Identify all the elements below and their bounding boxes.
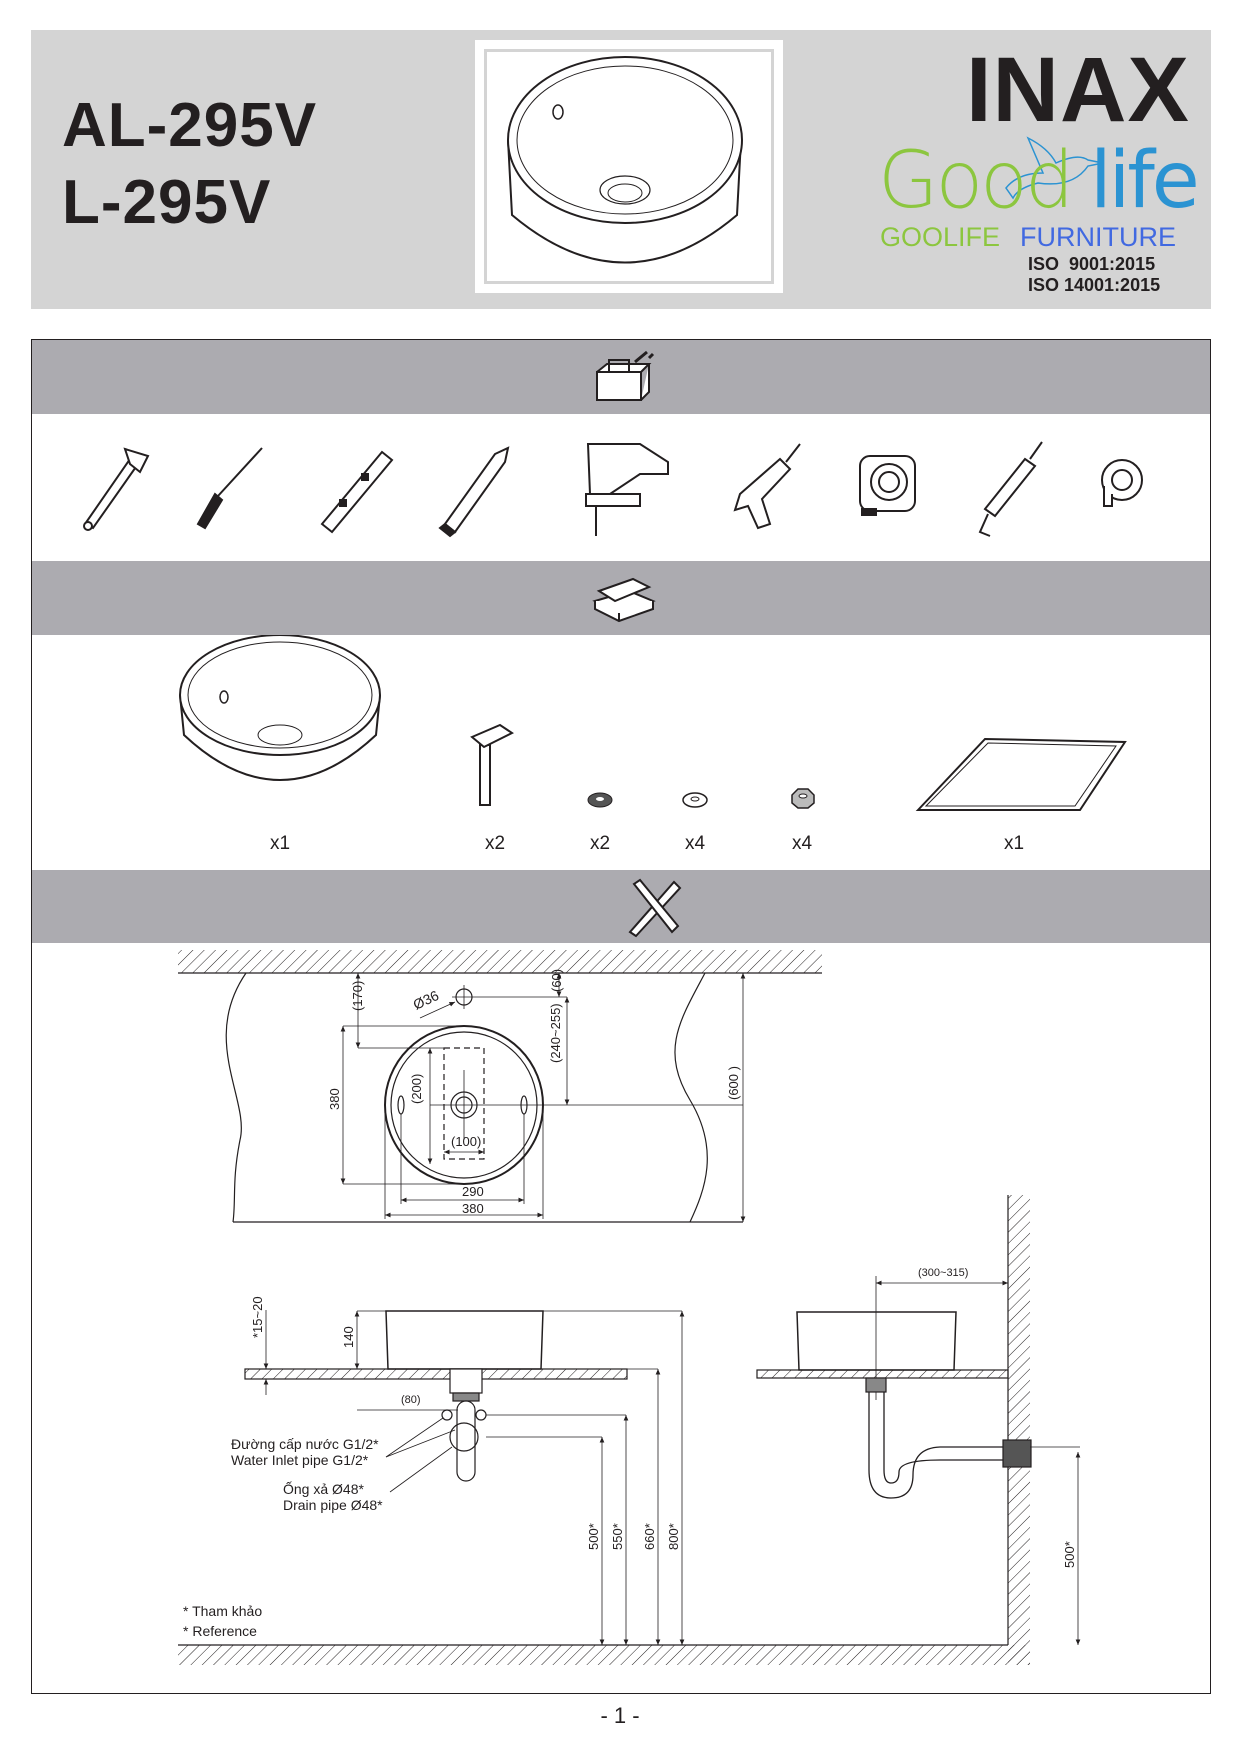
dim-550: 550* (610, 1523, 625, 1550)
screwdriver-icon (196, 447, 263, 530)
tape-measure-icon (859, 455, 916, 516)
dim-660: 660* (642, 1523, 657, 1550)
dim-600: (600 ) (726, 1066, 741, 1100)
nut-icon (791, 788, 815, 809)
jigsaw-icon (585, 443, 669, 536)
goodlife-logo: Good life GOOLIFE FURNITURE ISO 9001:201… (878, 136, 1208, 302)
dim-d36: Ø36 (411, 987, 442, 1013)
dim-100: (100) (451, 1134, 481, 1149)
rubber-washer-icon (587, 792, 613, 808)
dim-500-side: 500* (1062, 1541, 1077, 1568)
tools-section-header (32, 340, 1210, 414)
model-code-2: L-295V (62, 168, 272, 237)
product-image (475, 40, 783, 293)
inlet-label-vi: Đường cấp nước G1/2* (231, 1436, 379, 1452)
logo-tagline-goolife: GOOLIFE (880, 222, 1001, 252)
metal-washer-icon (682, 792, 708, 808)
front-elevation (178, 1310, 1030, 1665)
bolt-icon (470, 723, 514, 806)
inlet-label-en: Water Inlet pipe G1/2* (231, 1452, 369, 1468)
qty-nut: x4 (791, 833, 813, 854)
plan-view (178, 950, 822, 1223)
drain-label-vi: Ống xả Ø48* (283, 1480, 364, 1497)
toolbox-icon (596, 350, 655, 401)
tools-row (83, 441, 1143, 538)
iso-9001: ISO 9001:2015 (1028, 254, 1156, 274)
page-number: - 1 - (600, 1703, 640, 1728)
ruler-pencil-icon (628, 878, 682, 938)
dim-15-20: *15~20 (250, 1296, 265, 1338)
instruction-frame (31, 339, 1211, 1694)
basin-illustration (507, 56, 743, 264)
silicone-gun-icon (978, 441, 1043, 537)
adjustable-wrench-icon (83, 447, 150, 531)
iso-14001: ISO 14001:2015 (1028, 275, 1161, 295)
qty-bolt: x2 (484, 833, 506, 854)
template-sheet-icon (915, 737, 1127, 811)
note-reference-en: * Reference (183, 1623, 257, 1639)
dim-500: 500* (586, 1523, 601, 1550)
dim-290: 290 (462, 1184, 484, 1199)
parts-row (179, 635, 1127, 811)
parts-section-header (32, 561, 1210, 635)
dim-800: 800* (666, 1523, 681, 1550)
dim-200: (200) (409, 1074, 424, 1104)
drill-icon (733, 443, 801, 530)
dim-240-255: (240~255) (548, 1003, 563, 1063)
dim-380-vertical: 380 (327, 1088, 342, 1110)
qty-template: x1 (1003, 833, 1025, 854)
hummingbird-icon (1005, 136, 1104, 200)
logo-life: life (1090, 136, 1200, 226)
basin-part-icon (179, 635, 381, 781)
logo-tagline-furniture: FURNITURE (1020, 222, 1176, 252)
dim-380-horizontal: 380 (462, 1201, 484, 1216)
dim-170: (170) (350, 981, 365, 1011)
qty-basin: x1 (269, 833, 291, 854)
model-code-1: AL-295V (62, 91, 318, 160)
pencil-icon (438, 446, 510, 538)
dim-60: (60) (549, 969, 564, 992)
drain-label-en: Drain pipe Ø48* (283, 1497, 383, 1513)
qty-rubber-washer: x2 (589, 833, 611, 854)
box-icon (592, 577, 656, 623)
side-elevation (756, 1195, 1081, 1665)
dim-300-315: (300~315) (918, 1267, 968, 1279)
brand-logo-inax: INAX (966, 39, 1190, 141)
sealing-tape-icon (1101, 459, 1143, 507)
note-reference-vi: * Tham khảo (183, 1603, 262, 1619)
qty-metal-washer: x4 (684, 833, 706, 854)
dim-140: 140 (341, 1326, 356, 1348)
dimensions-section-header (32, 870, 1210, 943)
spirit-level-icon (320, 450, 394, 534)
dim-80: (80) (401, 1394, 421, 1406)
logo-good: Good (878, 136, 1074, 226)
